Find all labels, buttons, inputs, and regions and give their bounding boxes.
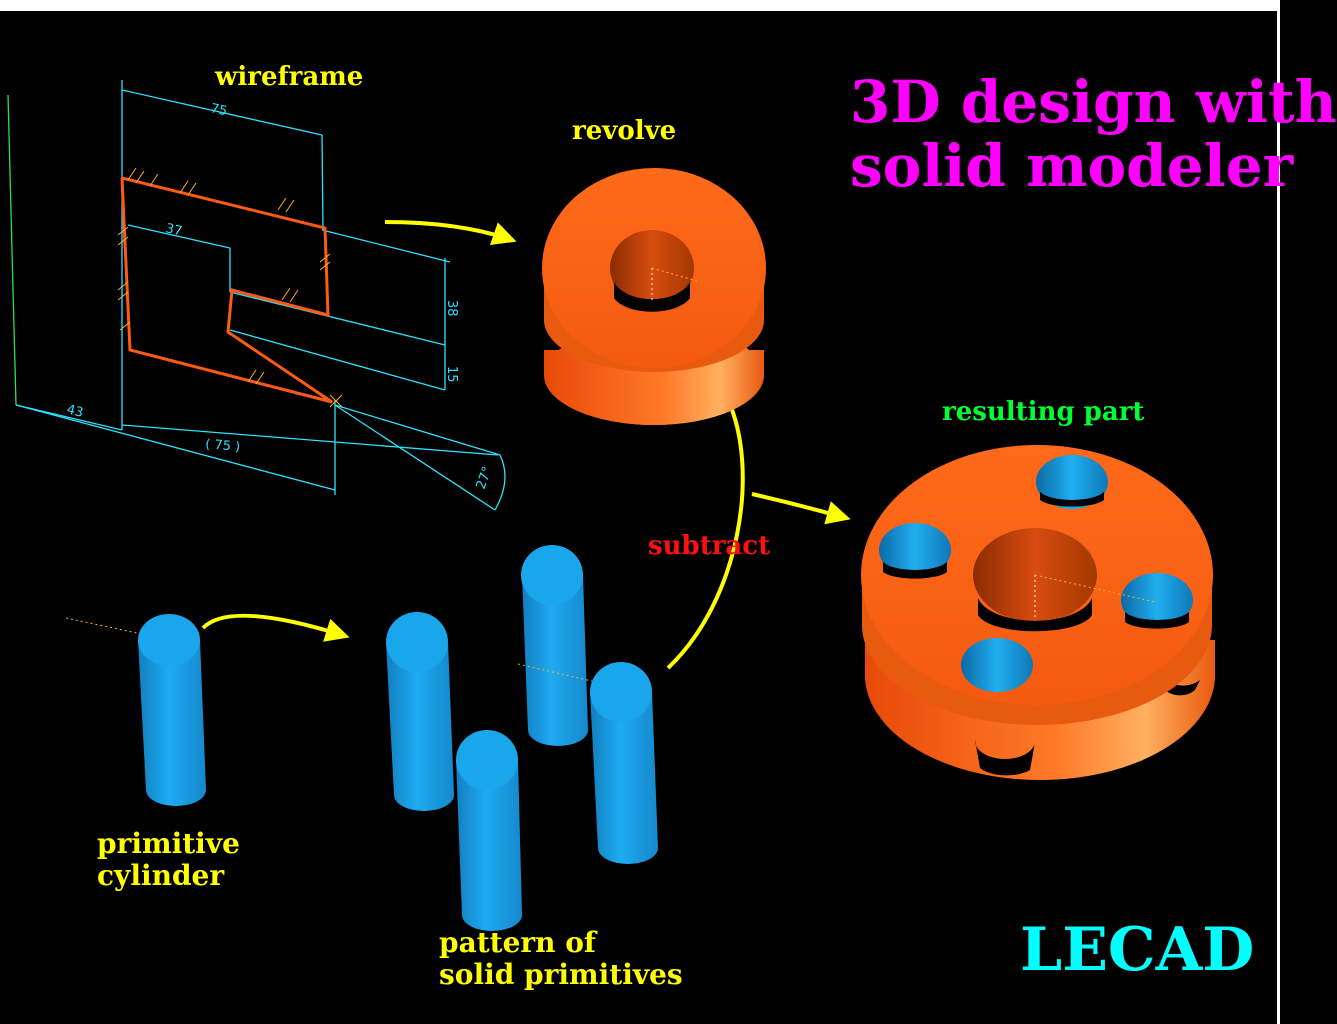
label-primitive-line-1: primitive (97, 827, 240, 860)
primitive-cylinder (65, 614, 206, 806)
window-top-border (0, 0, 1280, 11)
dim-angle: 27° (474, 465, 496, 492)
pattern-cylinder-3 (456, 730, 522, 931)
dim-37: 37 (164, 221, 183, 239)
revolved-solid (542, 168, 766, 425)
flow-arrows (201, 220, 851, 670)
brand-logo-text: LECAD (1020, 915, 1255, 985)
dim-15: 15 (444, 366, 459, 383)
dim-43: 43 (65, 402, 85, 421)
pattern-cylinder-2 (521, 545, 588, 746)
resulting-part (861, 445, 1215, 780)
arrow-subtract-to-result (751, 492, 851, 525)
arrow-primitive-to-pattern (201, 613, 350, 642)
label-wireframe: wireframe (215, 62, 364, 92)
label-revolve: revolve (572, 116, 677, 146)
dim-38: 38 (444, 300, 459, 317)
label-primitive-cylinder: primitive cylinder (97, 828, 240, 892)
pattern-primitives (386, 545, 658, 931)
constraint-marks (117, 167, 343, 408)
pattern-cylinder-1 (386, 612, 454, 811)
label-pattern: pattern of solid primitives (439, 927, 683, 991)
dim-75-bottom: ( 75 ) (205, 437, 241, 455)
title-line-1: 3D design with (850, 68, 1337, 136)
page-title: 3D design with solid modeler (850, 70, 1337, 198)
wireframe-profile (120, 176, 333, 404)
dim-75-top: 75 (209, 101, 228, 119)
wireframe-sketch (7, 80, 506, 511)
label-resulting-part: resulting part (942, 397, 1145, 427)
dimension-labels: 75 37 38 15 43 ( 75 ) 27° (65, 101, 496, 491)
arrow-wireframe-to-revolve (384, 220, 517, 246)
window-right-border (1277, 0, 1280, 1024)
label-subtract: subtract (648, 531, 771, 561)
subtract-curve (666, 399, 745, 670)
pattern-holes (879, 455, 1193, 692)
label-pattern-line-2: solid primitives (439, 958, 683, 991)
label-primitive-line-2: cylinder (97, 859, 225, 892)
label-pattern-line-1: pattern of (439, 926, 596, 959)
title-line-2: solid modeler (850, 132, 1294, 200)
pattern-cylinder-4 (590, 662, 658, 864)
scene-graphics: 75 37 38 15 43 ( 75 ) 27° (7, 80, 1215, 931)
